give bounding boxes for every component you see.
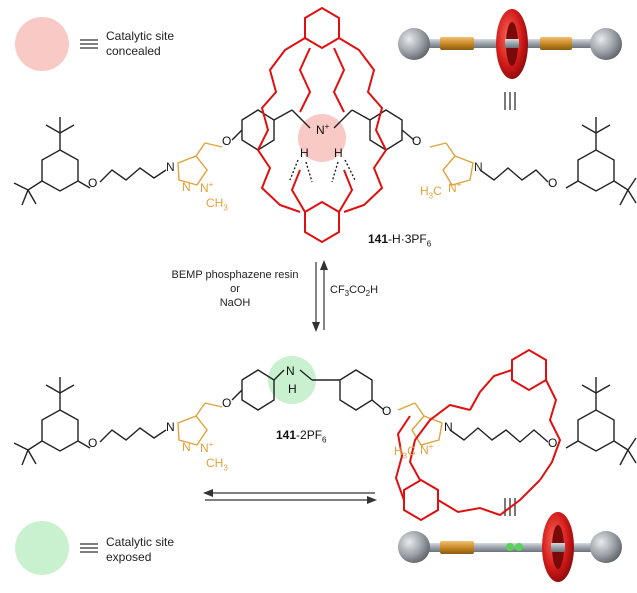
aryl-O-bottom-right: O (548, 436, 558, 450)
cartoon-rotaxane-bottom (398, 512, 622, 582)
exposed-legend-text: Catalytic site exposed (106, 535, 174, 565)
ammonium-H-right: H (334, 146, 343, 160)
ammonium-N: N+ (316, 122, 330, 137)
molecule-top (13, 109, 637, 206)
ether-O-top-left: O (222, 134, 232, 148)
methyl-bottom-right: H3C (394, 444, 416, 461)
compound-number-top: 141 (368, 232, 389, 246)
concealed-line2: concealed (106, 44, 161, 58)
crown-ether-top (256, 6, 388, 244)
equilibrium-arrows-horizontal (203, 489, 377, 504)
forward-reagents: BEMP phosphazene resin or NaOH (160, 268, 310, 310)
amine-H: H (288, 382, 297, 396)
reverse-reagent-sub2: 2 (365, 289, 371, 299)
forward-reagent-line3: NaOH (219, 297, 251, 309)
molecule-bottom (13, 356, 637, 466)
ether-O-bottom-right: O (382, 404, 392, 418)
compound-label-bottom: 141-2PF6 (276, 428, 327, 444)
exposed-legend-circle (15, 521, 69, 575)
triazole-N2-top-right: N+ (448, 180, 462, 195)
aryl-O-top-right: O (548, 176, 558, 190)
aryl-O-bottom-left: O (88, 436, 98, 450)
triazole-N1-top-left: N (166, 160, 175, 174)
concealed-line1: Catalytic site (106, 29, 175, 43)
triazole-N3-top-left: N (182, 180, 191, 194)
exposed-line2: exposed (106, 550, 152, 564)
triazole-N2-bottom-left: N+ (200, 440, 214, 455)
cartoon-rotaxane-top (398, 9, 622, 79)
equiv-sign-top (80, 39, 98, 49)
compound-suffix-bottom: -2PF (296, 428, 323, 442)
crown-ether-bottom (394, 348, 562, 522)
forward-reagent-line1: BEMP phosphazene resin (171, 269, 299, 281)
equiv-sign-bottom (80, 543, 98, 553)
compound-sub-bottom: 6 (322, 435, 327, 445)
reverse-reagent-pre: CF (330, 284, 345, 296)
concealed-legend-circle (15, 17, 69, 71)
reverse-reagent-mid: CO (349, 284, 366, 296)
triazole-N1-bottom-right: N (444, 420, 453, 434)
ether-O-bottom-left: O (222, 396, 232, 410)
compound-sub-top: 6 (426, 239, 432, 249)
triazole-N3-bottom-left: N (182, 440, 191, 454)
methyl-top-left: CH3 (206, 196, 228, 213)
compound-label-top: 141-H·3PF6 (368, 232, 431, 248)
methyl-bottom-left: CH3 (206, 456, 228, 473)
triple-bar-top (504, 92, 516, 110)
forward-reagent-line2: or (230, 283, 240, 295)
triazole-N2-bottom-right: N+ (420, 442, 434, 457)
equilibrium-arrows-vertical (312, 260, 328, 332)
amine-N: N (286, 364, 295, 378)
triazole-N2-top-left: N+ (200, 180, 214, 195)
triazole-N1-bottom-left: N (166, 420, 175, 434)
exposed-line1: Catalytic site (106, 535, 175, 549)
ether-O-top-right: O (412, 134, 422, 148)
methyl-top-right: H3C (420, 184, 442, 201)
reverse-reagent: CF3CO2H (330, 283, 378, 301)
aryl-O-top-left: O (88, 176, 98, 190)
compound-number-bottom: 141 (276, 428, 297, 442)
reverse-reagent-sub1: 3 (344, 289, 350, 299)
triazole-N1-top-right: N (474, 160, 483, 174)
reverse-reagent-post: H (370, 284, 379, 296)
ammonium-H-left: H (300, 146, 309, 160)
compound-suffix-top: -H·3PF (388, 232, 427, 246)
concealed-legend-text: Catalytic site concealed (106, 29, 174, 59)
